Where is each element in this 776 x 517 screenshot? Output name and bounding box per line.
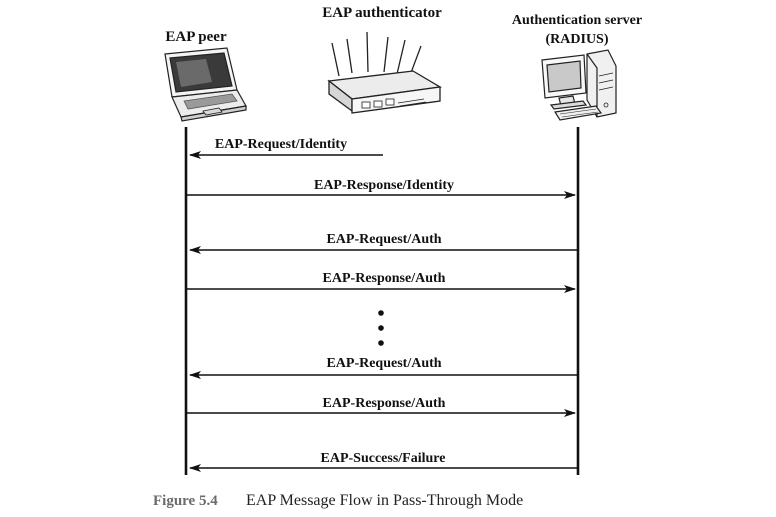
server-title-line1: Authentication server — [512, 13, 642, 28]
laptop-icon — [164, 47, 247, 122]
continuation-dots — [378, 310, 384, 346]
message-label: EAP-Response/Identity — [314, 178, 454, 193]
message-3: EAP-Request/Auth — [189, 232, 578, 254]
message-label: EAP-Request/Identity — [215, 137, 347, 152]
message-label: EAP-Success/Failure — [321, 451, 446, 466]
server-title-line2: (RADIUS) — [546, 32, 609, 47]
message-4: EAP-Response/Auth — [186, 271, 576, 293]
peer-title: EAP peer — [165, 29, 227, 45]
authenticator-title: EAP authenticator — [322, 5, 442, 21]
message-1: EAP-Request/Identity — [189, 137, 383, 159]
message-label: EAP-Response/Auth — [323, 396, 446, 411]
figure-number: Figure 5.4 — [153, 493, 218, 509]
message-7: EAP-Success/Failure — [189, 451, 578, 472]
message-6: EAP-Response/Auth — [186, 396, 576, 417]
message-label: EAP-Response/Auth — [323, 271, 446, 286]
message-label: EAP-Request/Auth — [326, 356, 441, 371]
message-5: EAP-Request/Auth — [189, 356, 578, 379]
message-2: EAP-Response/Identity — [186, 178, 576, 199]
wireless-router-icon — [327, 31, 442, 114]
desktop-computer-icon — [541, 49, 617, 121]
figure-caption: EAP Message Flow in Pass-Through Mode — [246, 492, 523, 509]
message-label: EAP-Request/Auth — [326, 232, 441, 247]
